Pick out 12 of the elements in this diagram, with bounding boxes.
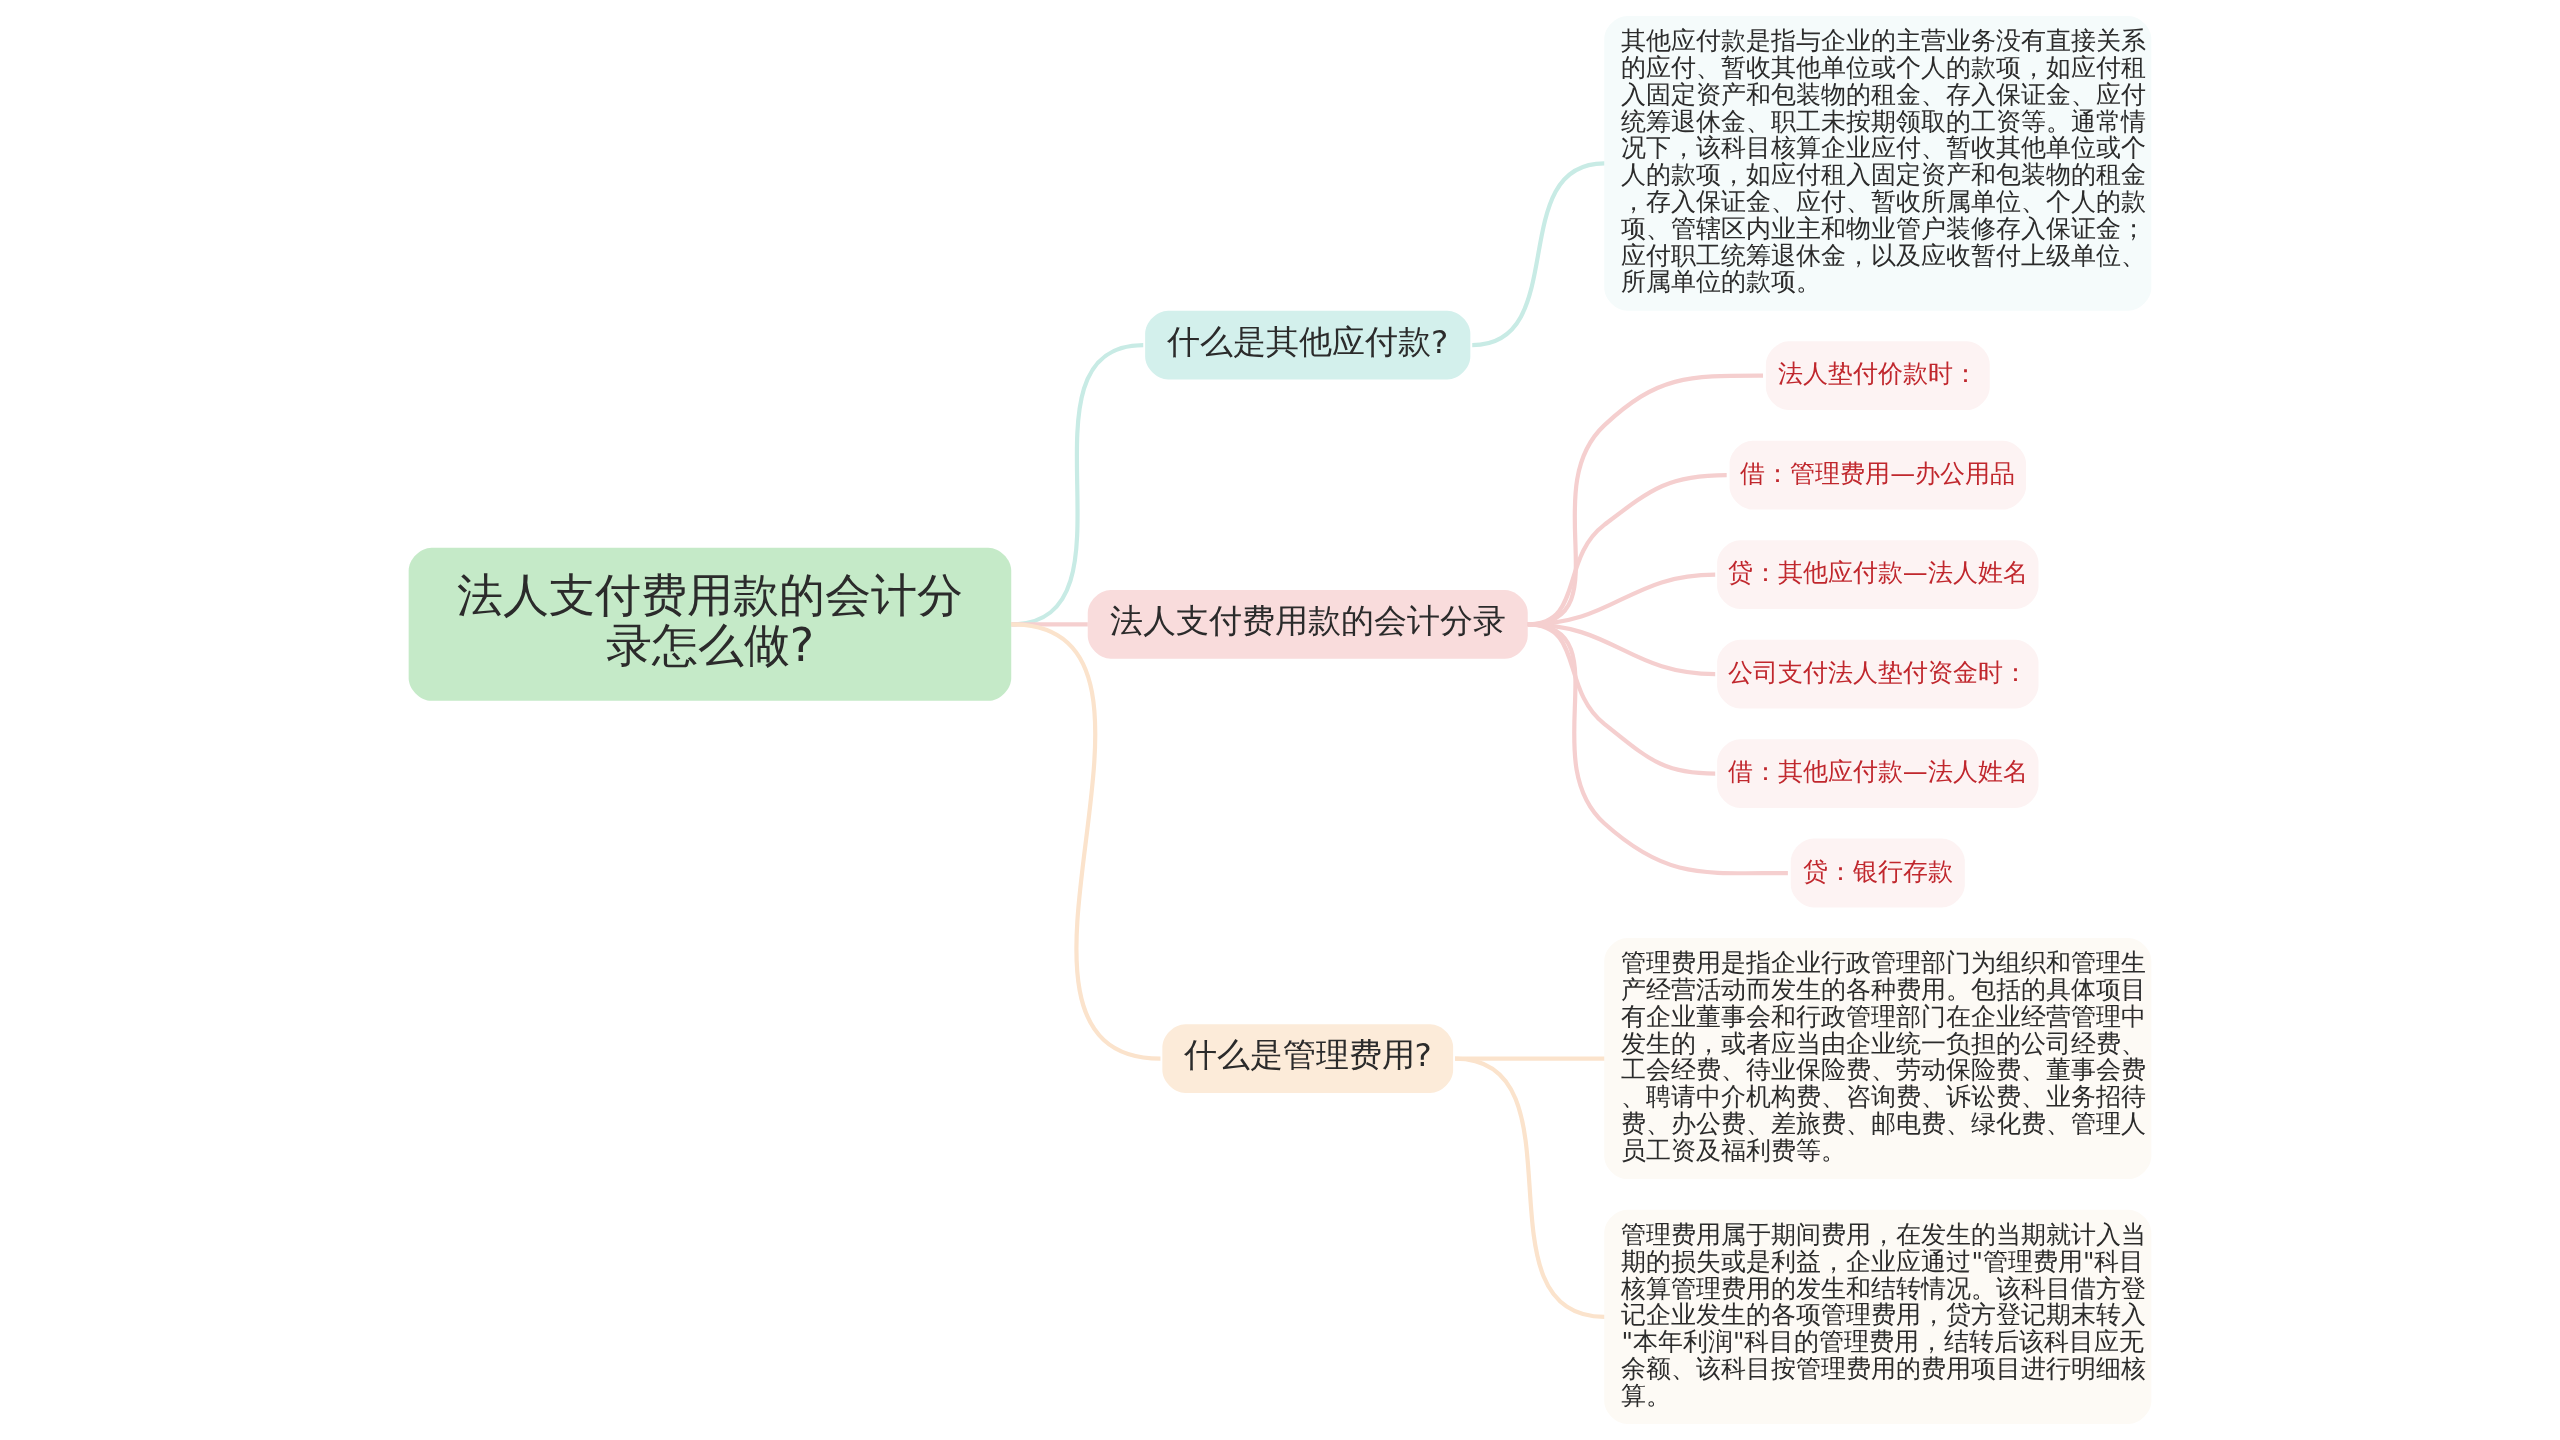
node-box: 什么是其他应付款? bbox=[1145, 310, 1471, 380]
node-box: 法人支付费用款的会计分录怎么做? bbox=[408, 547, 1012, 701]
node-box: 管理费用是指企业行政管理部门为组织和管理生产经营活动而发生的各种费用。包括的具体项目有企业董事会和行政管理部门在企业经营管理中发生的，或者应当由企业统一负担的公司经费、工会经费、待业保险费、劳动保险费、董事会费、聘请中介机构费、咨询费、诉讼费、业务招待费、办公费、差旅费、邮电费、绿化费、管理人员工资及福利费等。 bbox=[1604, 938, 2152, 1180]
node-box: 其他应付款是指与企业的主营业务没有直接关系的应付、暂收其他单位或个人的款项，如应付租入固定资产和包装物的租金、存入保证金、应付统筹退休金、职工未按期领取的工资等。通常情况下，该科目核算企业应付、暂收其他单位或个人的款项，如应付租入固定资产和包装物的租金，存入保证金、应付、暂收所属单位、个人的款项、管辖区内业主和物业管户装修存入保证金；应付职工统筹退休金，以及应收暂付上级单位、所属单位的款项。 bbox=[1604, 16, 2152, 311]
connector bbox=[1471, 161, 1605, 348]
connector bbox=[1454, 1056, 1605, 1319]
connector bbox=[1455, 1056, 1605, 1061]
node-box: 什么是管理费用? bbox=[1162, 1024, 1454, 1094]
node-box: 法人支付费用款的会计分录 bbox=[1087, 589, 1528, 659]
connector bbox=[1527, 622, 1788, 876]
connector bbox=[1010, 622, 1161, 1061]
node-box: 管理费用属于期间费用，在发生的当期就计入当期的损失或是利益，企业应通过"管理费用"科目核算管理费用的发生和结转情况。该科目借方登记企业发生的各项管理费用，贷方登记期末转入"本年利润"科目的管理费用，结转后该科目应无余额、该科目按管理费用的费用项目进行明细核算。 bbox=[1604, 1209, 2152, 1424]
